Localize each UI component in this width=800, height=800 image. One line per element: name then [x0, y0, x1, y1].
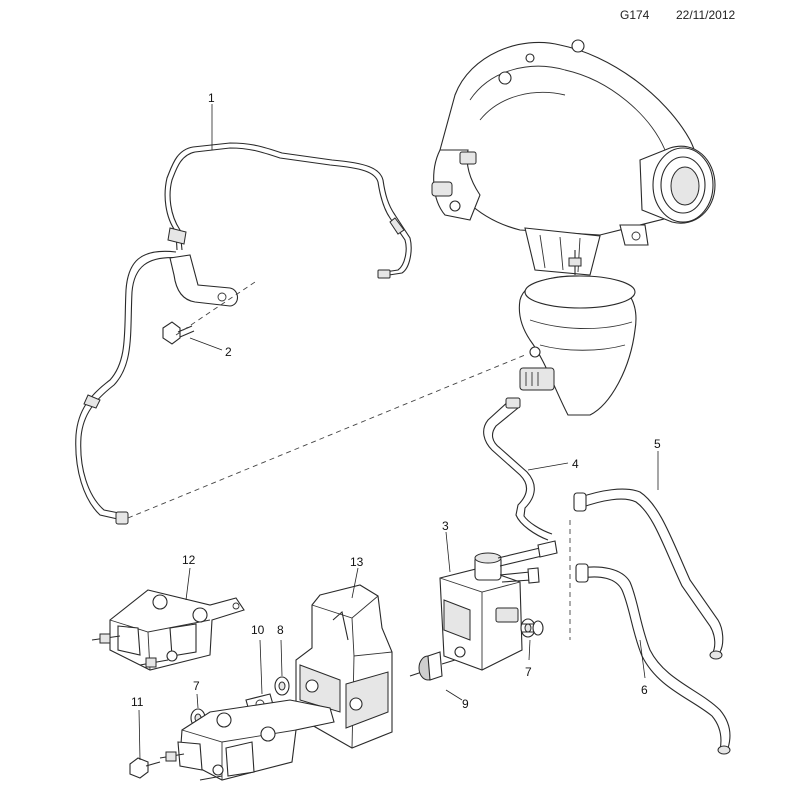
hose-part-4	[483, 397, 553, 541]
bracket-part-12	[91, 589, 245, 671]
callout-4: 4	[572, 457, 579, 471]
callout-10: 10	[251, 623, 265, 637]
leader-lines	[138, 104, 659, 761]
lower-bracket	[159, 699, 335, 781]
spacer-part-8	[274, 676, 290, 696]
turbocharger-assembly	[431, 39, 716, 416]
projection-line-2	[175, 279, 259, 336]
nut-part-7-right	[520, 618, 544, 638]
callout-7-right: 7	[525, 665, 532, 679]
callout-9: 9	[462, 697, 469, 711]
projection-line-1	[127, 354, 526, 519]
diagram-date: 22/11/2012	[676, 8, 736, 22]
callout-5: 5	[654, 437, 661, 451]
callout-8: 8	[277, 623, 284, 637]
callout-11: 11	[131, 695, 144, 709]
callout-3: 3	[442, 519, 449, 533]
hose-part-5	[573, 488, 724, 660]
callout-6: 6	[641, 683, 648, 697]
pipe-line-part-1	[75, 142, 412, 525]
callout-13: 13	[350, 555, 364, 569]
callout-12: 12	[182, 553, 196, 567]
callout-7-left: 7	[193, 679, 200, 693]
hose-part-6	[575, 563, 731, 755]
solenoid-valve-part-3	[429, 540, 558, 671]
callout-2: 2	[225, 345, 232, 359]
diagram-code: G174	[620, 8, 650, 22]
callout-1: 1	[208, 91, 215, 105]
rubber-mount-part-9	[409, 651, 456, 681]
bolt-part-11	[129, 757, 161, 779]
bolt-part-2	[162, 321, 195, 345]
